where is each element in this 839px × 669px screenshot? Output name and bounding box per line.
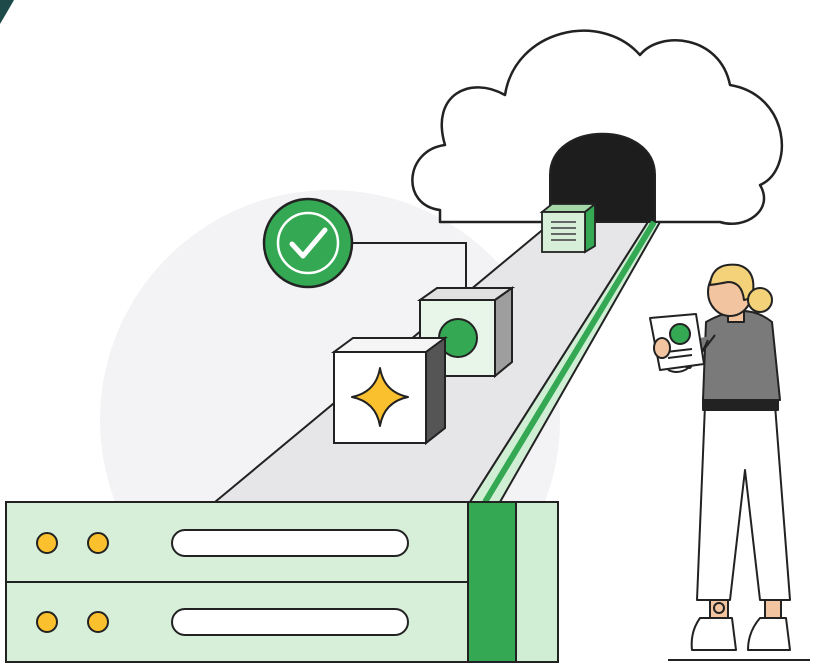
check-badge [262, 197, 354, 289]
sparkle-icon [351, 367, 409, 427]
tablet-circle-icon [669, 323, 691, 345]
server-slot [171, 529, 409, 557]
person-figure [649, 263, 810, 661]
document-cube [539, 202, 598, 254]
corner-fragment [0, 0, 14, 24]
tunnel-entrance [549, 132, 656, 223]
checkmark-icon [289, 227, 328, 259]
server-slot [171, 608, 409, 636]
server-light [87, 532, 109, 554]
server-rack [5, 501, 559, 663]
conveyor-rail-stripe [482, 220, 657, 504]
cloud-shape [411, 29, 784, 225]
sparkle-cube [330, 336, 449, 446]
connector-line [350, 242, 467, 292]
server-light [36, 611, 58, 633]
server-light [87, 611, 109, 633]
document-icon [551, 221, 576, 241]
server-light [36, 532, 58, 554]
